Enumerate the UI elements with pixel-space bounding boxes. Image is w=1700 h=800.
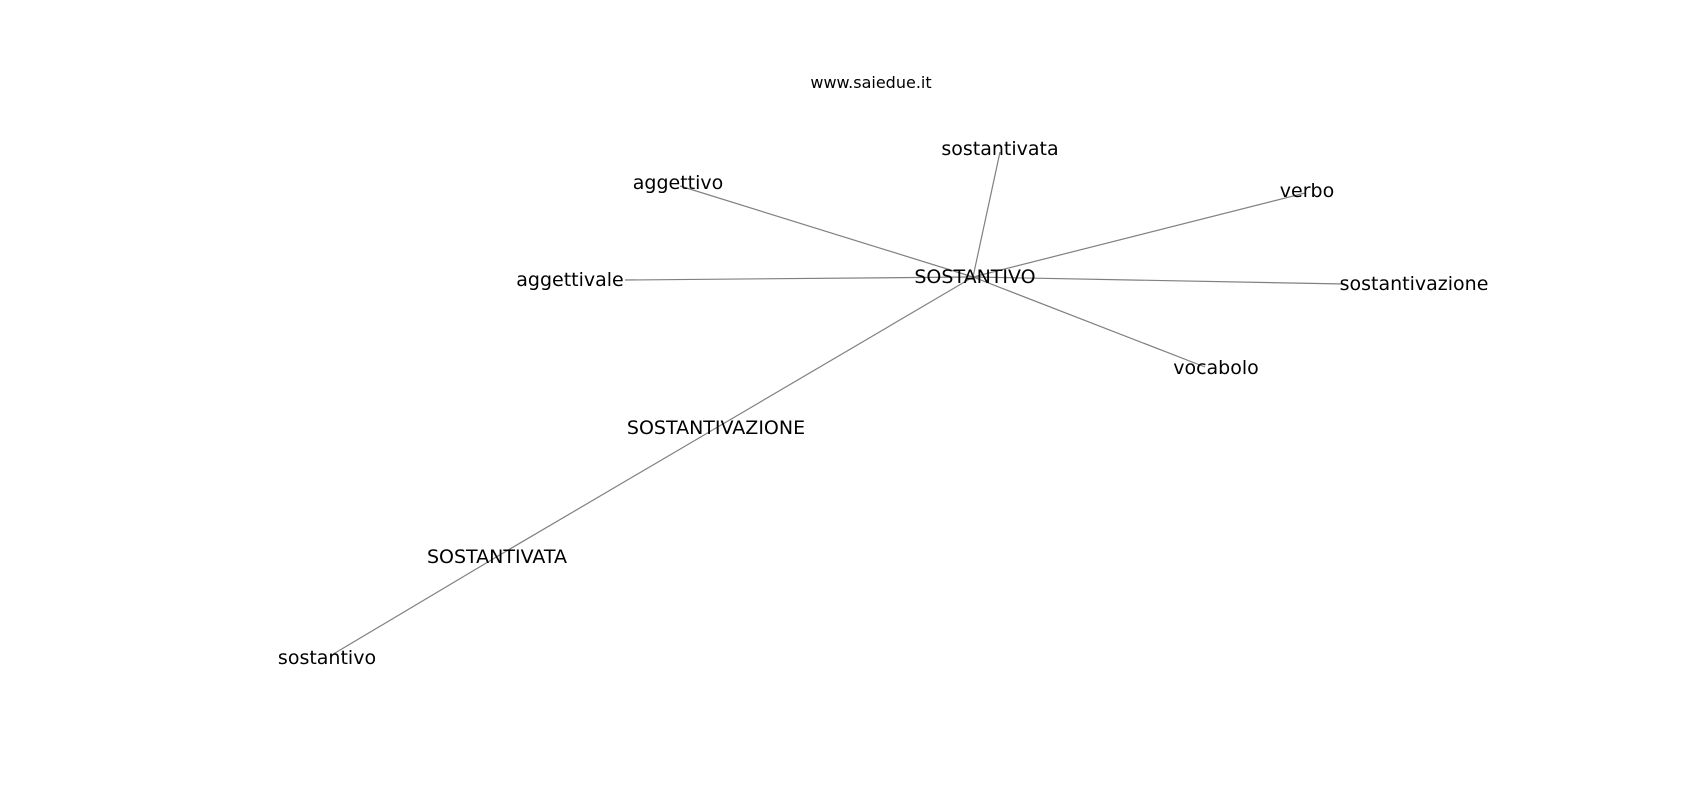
edge-sostantivo-vocabolo — [972, 276, 1206, 368]
edge-sostantivo-sostantivazione — [972, 276, 1346, 285]
edge-sostantivo-sostantivazione — [715, 276, 974, 429]
edge-sostantivo-verbo — [972, 192, 1306, 278]
node-label-sostantivata-upper: SOSTANTIVATA — [427, 546, 567, 568]
node-label-vocabolo: vocabolo — [1173, 357, 1259, 379]
edge-layer — [329, 151, 1346, 657]
edge-sostantivo-aggettivale — [624, 276, 974, 281]
node-label-sostantivazione-upper: SOSTANTIVAZIONE — [627, 417, 805, 439]
edge-sostantivo-aggettivo — [679, 185, 974, 278]
node-label-aggettivale: aggettivale — [516, 269, 624, 291]
edge-sostantivata-sostantivo — [329, 555, 499, 657]
node-label-aggettivo: aggettivo — [633, 172, 724, 194]
site-label: www.saiedue.it — [810, 73, 931, 92]
node-layer: SOSTANTIVO sostantivata aggettivo verbo agge… — [278, 138, 1488, 669]
edge-sostantivazione-sostantivata — [497, 427, 717, 557]
node-label-sostantivazione: sostantivazione — [1340, 273, 1489, 295]
node-label-verbo: verbo — [1280, 180, 1334, 202]
node-label-sostantivo-upper: SOSTANTIVO — [914, 266, 1035, 288]
edge-sostantivo-sostantivata — [972, 151, 1001, 278]
node-label-sostantivo: sostantivo — [278, 647, 376, 669]
node-label-sostantivata: sostantivata — [941, 138, 1058, 160]
